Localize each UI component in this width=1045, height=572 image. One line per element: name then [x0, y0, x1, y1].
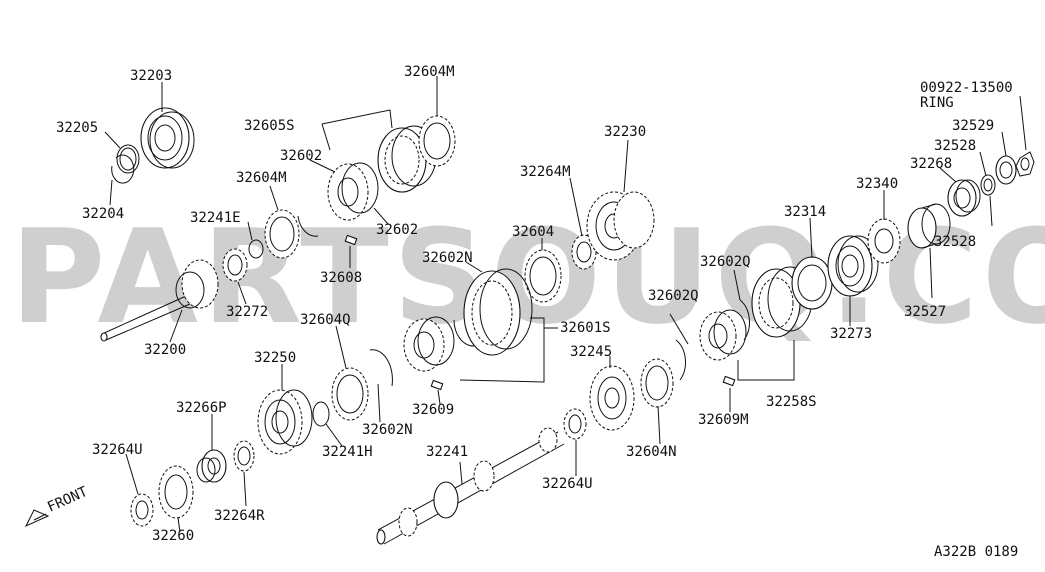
part-32203-bearing[interactable] [140, 107, 195, 169]
part-32601S-hub[interactable] [403, 316, 455, 372]
part-32527-spacer[interactable] [907, 203, 951, 249]
label-32604: 32604 [512, 224, 554, 240]
part-32609M-key[interactable] [722, 375, 736, 387]
label-32604Q: 32604Q [300, 312, 351, 328]
part-32602N-spring-bot[interactable] [369, 349, 393, 387]
diagram-code: A322B 0189 [934, 544, 1018, 560]
part-32264U-bearing-mid[interactable] [563, 408, 587, 440]
label-32230: 32230 [604, 124, 646, 140]
part-32264U-bearing-left[interactable] [130, 493, 154, 527]
label-32205: 32205 [56, 120, 98, 136]
part-32608-key[interactable] [344, 234, 358, 246]
label-32529: 32529 [952, 118, 994, 134]
label-32604M-top: 32604M [404, 64, 455, 80]
label-32203: 32203 [130, 68, 172, 84]
leader-32258S [737, 340, 795, 381]
label-32266P: 32266P [176, 400, 227, 416]
part-32241E-ring[interactable] [248, 239, 264, 259]
label-32605S: 32605S [244, 118, 295, 134]
part-32604Q-gear[interactable] [331, 367, 369, 421]
label-32245: 32245 [570, 344, 612, 360]
label-32609: 32609 [412, 402, 454, 418]
label-32264M: 32264M [520, 164, 571, 180]
part-32260-gear[interactable] [158, 465, 194, 519]
label-32601S: 32601S [560, 320, 611, 336]
part-32204-snap-ring[interactable] [111, 154, 135, 184]
label-32250: 32250 [254, 350, 296, 366]
part-32272-bearing[interactable] [222, 248, 248, 282]
front-arrow: FRONT [24, 484, 91, 528]
label-32608: 32608 [320, 270, 362, 286]
part-32241H-ring[interactable] [312, 401, 330, 427]
label-32602N-top: 32602N [422, 250, 473, 266]
label-32241E: 32241E [190, 210, 241, 226]
part-32264M-bearing[interactable] [571, 234, 597, 270]
part-32314-ring[interactable] [791, 256, 833, 310]
part-32268-bearing[interactable] [947, 179, 981, 217]
part-32258S-hub[interactable] [699, 309, 747, 361]
label-32340: 32340 [856, 176, 898, 192]
label-ring: RING [920, 95, 954, 111]
label-32204: 32204 [82, 206, 124, 222]
front-label: FRONT [45, 484, 91, 516]
label-32264R: 32264R [214, 508, 265, 524]
part-32602N-spring-top[interactable] [453, 319, 475, 347]
part-32604N-gear[interactable] [640, 358, 674, 408]
part-32266P-spacer[interactable] [196, 449, 227, 483]
label-32528-b: 32528 [934, 234, 976, 250]
part-00922-ring[interactable] [1015, 151, 1035, 177]
part-32264R-bearing[interactable] [233, 440, 255, 472]
label-32264U-mid: 32264U [542, 476, 593, 492]
part-32604-ring-gear[interactable] [524, 249, 562, 303]
part-32602Q-spring[interactable] [675, 299, 750, 381]
part-32241-mainshaft[interactable] [376, 427, 565, 545]
part-32605S-synchro[interactable] [327, 162, 379, 221]
part-32604M-top-gear[interactable] [418, 115, 456, 167]
label-32602-a: 32602 [280, 148, 322, 164]
part-labels: 32203 32205 32204 32604M 32605S 32602 32… [56, 64, 1018, 560]
label-32258S: 32258S [766, 394, 817, 410]
part-32200-shaft[interactable] [100, 259, 219, 342]
label-32268: 32268 [910, 156, 952, 172]
label-00922-13500: 00922-13500 [920, 80, 1013, 96]
label-32609M: 32609M [698, 412, 749, 428]
label-32241H: 32241H [322, 444, 373, 460]
part-32250-gear[interactable] [257, 389, 313, 455]
label-32260: 32260 [152, 528, 194, 544]
label-32314: 32314 [784, 204, 826, 220]
part-32609-key[interactable] [430, 379, 444, 391]
label-32602Q-b: 32602Q [700, 254, 751, 270]
label-32602Q-a: 32602Q [648, 288, 699, 304]
leader-lines [104, 76, 1027, 533]
label-32602N-bot: 32602N [362, 422, 413, 438]
part-32205-ring[interactable] [116, 144, 140, 174]
part-32604M-left-gear[interactable] [264, 209, 300, 259]
part-32245-gear[interactable] [589, 365, 635, 431]
label-32528-a: 32528 [934, 138, 976, 154]
part-32230-gear[interactable] [586, 191, 655, 261]
part-32529-nut[interactable] [995, 155, 1017, 185]
label-32241: 32241 [426, 444, 468, 460]
part-32528-washer[interactable] [980, 174, 996, 196]
leader-32605S [321, 109, 393, 151]
label-32604N: 32604N [626, 444, 677, 460]
part-32605S-sleeve[interactable] [377, 125, 437, 193]
part-32340-gear[interactable] [867, 218, 901, 264]
part-32258S-sleeve[interactable] [751, 266, 813, 338]
label-32200: 32200 [144, 342, 186, 358]
label-32273: 32273 [830, 326, 872, 342]
part-32601S-sleeve[interactable] [463, 268, 533, 356]
label-32604M-left: 32604M [236, 170, 287, 186]
label-32527: 32527 [904, 304, 946, 320]
label-32602-b: 32602 [376, 222, 418, 238]
part-32602-spring[interactable] [297, 215, 319, 237]
label-32264U-left: 32264U [92, 442, 143, 458]
leader-32601S [459, 317, 558, 383]
label-32272: 32272 [226, 304, 268, 320]
